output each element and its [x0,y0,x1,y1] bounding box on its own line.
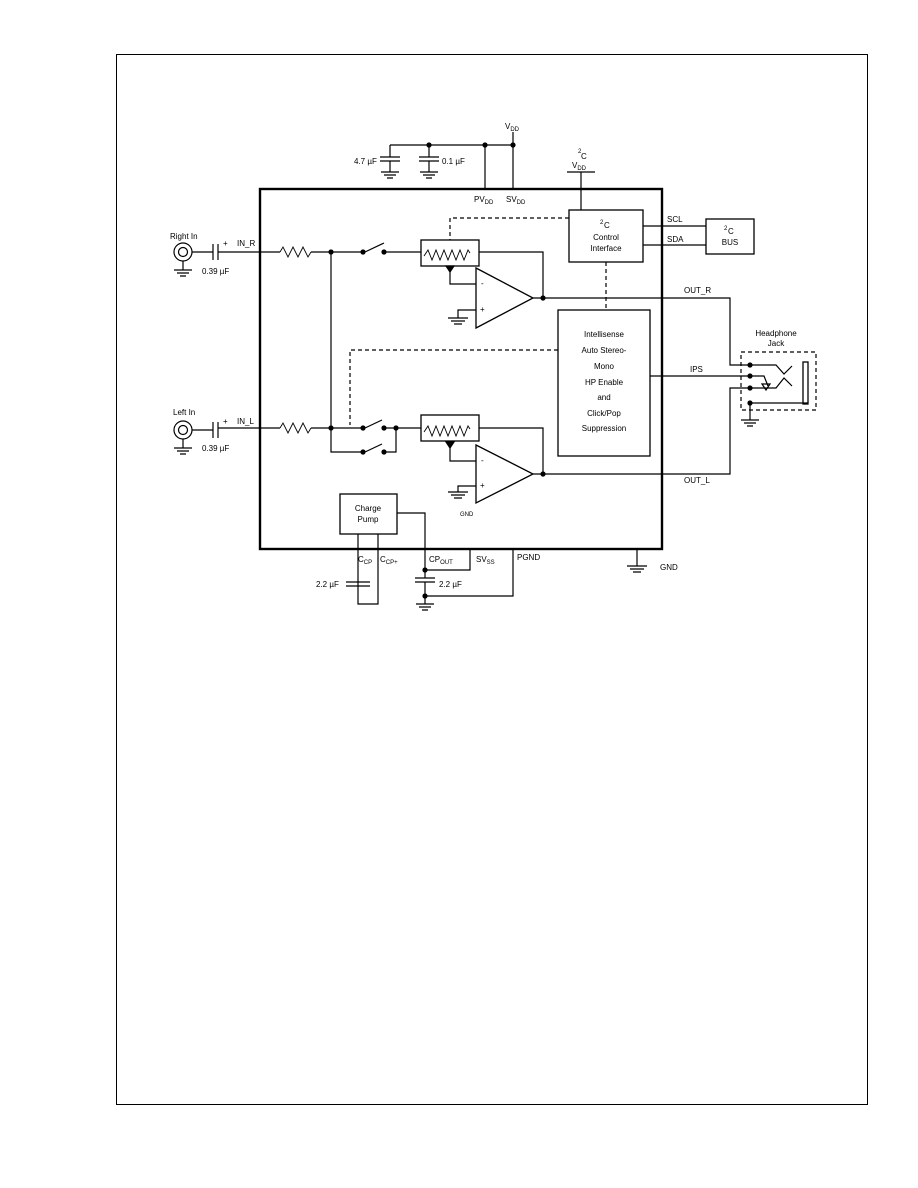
svg-text:BUS: BUS [722,238,738,247]
charge-pump-block: Charge Pump CCP CCP+ 2.2 µF [316,493,426,605]
document-frame [116,54,868,1105]
vdd-label: VDD [505,122,520,133]
svg-text:Interface: Interface [590,244,622,253]
i2c-vdd-c: C [581,152,587,161]
i2c-vdd-supply: 2 C VDD [567,149,595,210]
i2c-vdd-v: VDD [572,161,587,172]
chip-outline [258,187,664,551]
ccp-plus-label: CCP+ [380,555,398,566]
scl-label: SCL [667,215,683,224]
pgnd-label: PGND [517,553,540,562]
right-input: Right In 0.39 µF + IN_R [170,232,421,277]
svg-text:Click/Pop: Click/Pop [587,409,621,418]
charge-pump-output: CPOUT SVSS PGND 2.2 µF [415,549,540,611]
svg-text:HP Enable: HP Enable [585,378,624,387]
chip-gnd: GND [627,549,678,573]
left-in-label: Left In [173,408,195,417]
right-plus-label: + [223,239,228,248]
intellisense-block: Intellisense Auto Stereo- Mono HP Enable… [557,309,750,457]
svg-text:Jack: Jack [768,339,785,348]
left-input: Left In 0.39 µF + IN_L [173,252,421,455]
left-amplifier: - + GND OUT_L [448,387,750,518]
headphone-jack: Headphone Jack [740,329,817,427]
svg-text:Mono: Mono [594,362,615,371]
svg-text:+: + [480,305,485,314]
svg-text:-: - [481,279,484,288]
control-dash-top [449,217,569,240]
pvdd-pin-label: PVDD [474,195,494,206]
left-volume-control [420,414,544,474]
svg-text:Charge: Charge [355,504,382,513]
i2c-control-block: 2 C Control Interface [568,209,644,263]
svg-text:C: C [604,221,610,230]
svg-text:C: C [728,227,734,236]
cap-2p2-left-label: 2.2 µF [316,580,339,589]
cap-0p1-label: 0.1 µF [442,157,465,166]
left-plus-label: + [223,417,228,426]
i2c-bus-block: 2 C BUS SCL SDA [643,215,755,255]
svg-text:Headphone: Headphone [755,329,797,338]
right-amplifier: - + OUT_R [448,266,750,366]
i2c-vdd-sup: 2 [578,149,582,155]
right-pin-label: IN_R [237,239,255,248]
cap-2p2-right-label: 2.2 µF [439,580,462,589]
supply-rail: VDD 4.7 µF 0.1 µF PVDD SVDD [354,122,526,206]
svg-text:2: 2 [724,226,728,232]
svdd-pin-label: SVDD [506,195,526,206]
svg-text:2: 2 [600,220,604,226]
svg-text:+: + [480,481,485,490]
right-cap-label: 0.39 µF [202,267,229,276]
svg-text:Suppression: Suppression [582,424,626,433]
intellisense-dash [349,349,558,425]
ccp-minus-label: CCP [358,555,372,566]
cpout-label: CPOUT [429,555,453,566]
svg-text:Pump: Pump [358,515,379,524]
svg-text:-: - [481,456,484,465]
svg-text:Auto Stereo-: Auto Stereo- [582,346,627,355]
right-in-label: Right In [170,232,198,241]
svg-text:Control: Control [593,233,619,242]
amp-gnd-label: GND [460,512,474,518]
svss-label: SVSS [476,555,495,566]
right-volume-control [420,239,544,298]
sda-label: SDA [667,235,684,244]
svg-text:GND: GND [660,563,678,572]
out-l-label: OUT_L [684,476,710,485]
out-r-label: OUT_R [684,286,711,295]
svg-text:and: and [597,393,610,402]
left-cap-label: 0.39 µF [202,444,229,453]
ips-label: IPS [690,365,703,374]
cap-4p7-label: 4.7 µF [354,157,377,166]
left-pin-label: IN_L [237,417,254,426]
svg-text:Intellisense: Intellisense [584,330,625,339]
